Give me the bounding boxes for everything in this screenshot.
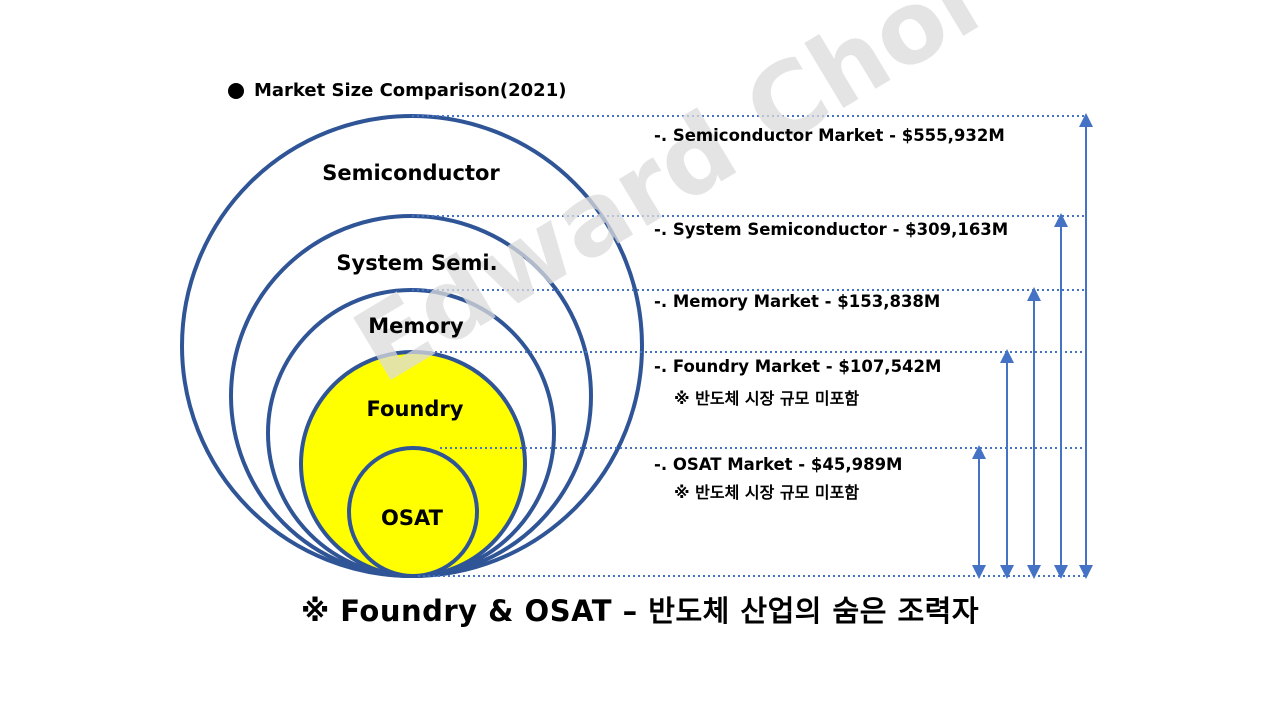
chart-title: Market Size Comparison(2021) xyxy=(228,80,566,101)
market-label-system-semiconductor: -. System Semiconductor - $309,163M xyxy=(654,220,1009,239)
circle-label-memory: Memory xyxy=(368,314,464,338)
circle-label-semiconductor: Semiconductor xyxy=(322,161,500,185)
circles-layer xyxy=(180,114,644,578)
arrows-layer xyxy=(972,113,1093,579)
market-note-foundry: ※ 반도체 시장 규모 미포함 xyxy=(674,389,860,408)
market-label-foundry: -. Foundry Market - $107,542M xyxy=(654,357,942,376)
circle-label-system-semi: System Semi. xyxy=(336,251,498,275)
market-label-osat: -. OSAT Market - $45,989M xyxy=(654,455,903,474)
bullet-icon xyxy=(228,82,244,99)
market-note-osat: ※ 반도체 시장 규모 미포함 xyxy=(674,483,860,502)
circle-label-foundry: Foundry xyxy=(366,397,464,421)
footer-caption: ※ Foundry & OSAT – 반도체 산업의 숨은 조력자 xyxy=(300,594,980,628)
chart-title-text: Market Size Comparison(2021) xyxy=(254,80,567,101)
circle-label-osat: OSAT xyxy=(381,506,443,530)
market-label-memory: -. Memory Market - $153,838M xyxy=(654,292,941,311)
circle-osat xyxy=(347,446,479,578)
market-label-semiconductor: -. Semiconductor Market - $555,932M xyxy=(654,126,1005,145)
